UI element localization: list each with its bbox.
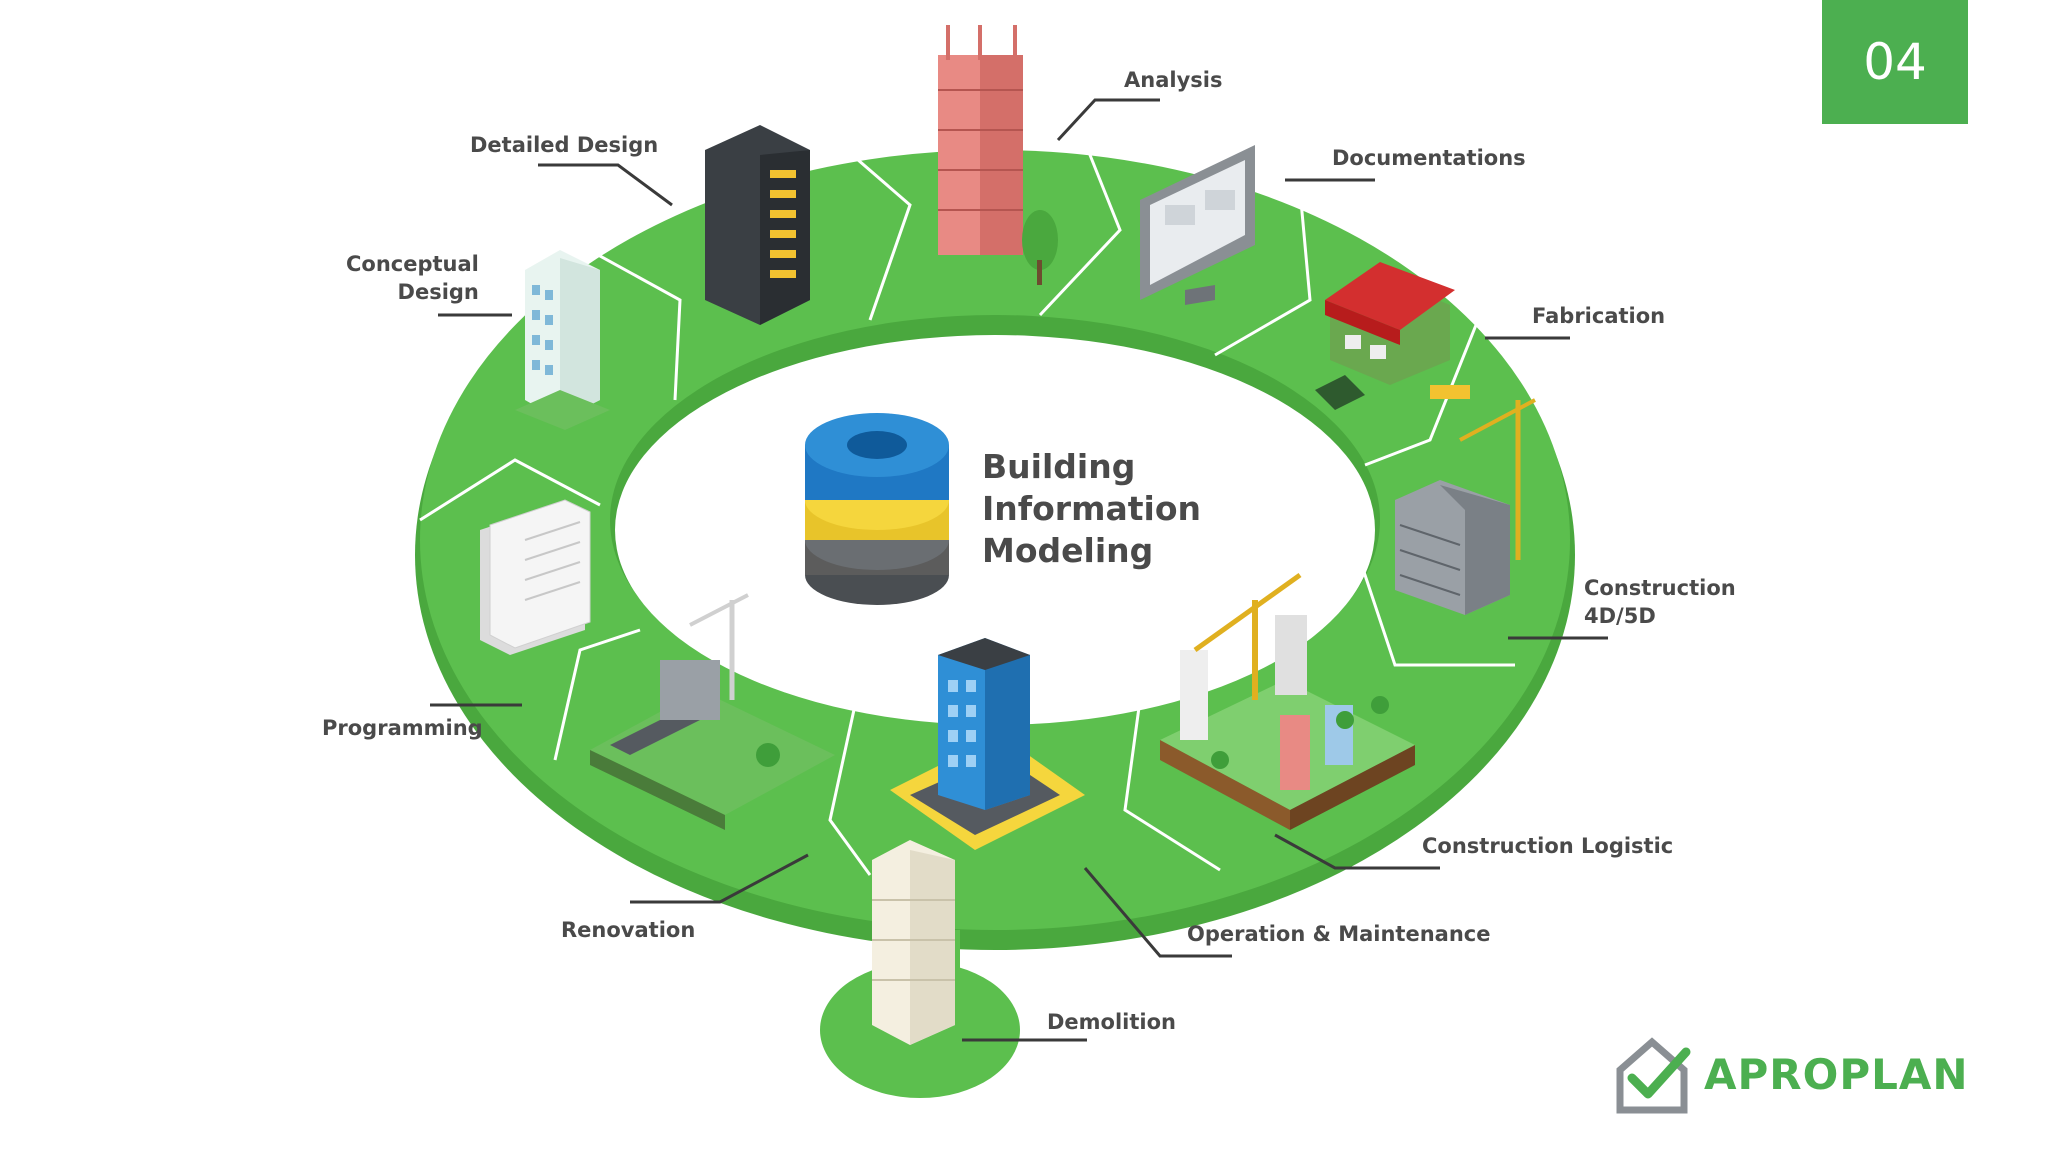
stage-label-programming: Programming	[322, 716, 483, 740]
database-icon	[805, 413, 949, 605]
page-number: 04	[1863, 33, 1927, 91]
stage-label-analysis: Analysis	[1124, 68, 1223, 92]
leader-lines	[430, 98, 1608, 1042]
stage-label-documentations: Documentations	[1332, 146, 1526, 170]
stage-label-construction-logistic: Construction Logistic	[1422, 834, 1674, 858]
monitor-icon	[1140, 145, 1255, 305]
operation-tower-icon	[890, 638, 1085, 850]
analysis-tower-icon	[938, 25, 1058, 285]
ring-hole	[615, 335, 1375, 725]
construction-block-icon	[1395, 398, 1536, 615]
segment-dividers	[419, 129, 1515, 876]
page-number-badge: 04	[1822, 0, 1968, 124]
checkmark-house-icon	[1616, 1037, 1691, 1114]
house-icon	[1315, 262, 1470, 410]
stage-label-fabrication: Fabrication	[1532, 304, 1666, 328]
stage-label-detailed-design: Detailed Design	[470, 133, 659, 157]
renovation-site-icon	[590, 593, 835, 830]
documents-stack-icon	[480, 499, 591, 655]
demolition-tower-icon	[872, 840, 955, 1045]
stage-label-conceptual-design: Conceptual Design	[346, 252, 479, 304]
stage-label-construction-4d-5d: Construction 4D/5D	[1584, 576, 1736, 628]
aproplan-logo: APROPLAN	[1614, 1034, 1969, 1114]
center-title: Building Information Modeling	[982, 447, 1201, 570]
stage-label-demolition: Demolition	[1047, 1010, 1176, 1034]
stage-label-operation-maintenance: Operation & Maintenance	[1187, 922, 1491, 946]
detailed-design-tower-icon	[705, 125, 810, 325]
stage-label-renovation: Renovation	[561, 918, 696, 942]
logo-text: APROPLAN	[1704, 1049, 1969, 1099]
construction-site-icon	[1160, 572, 1415, 830]
conceptual-design-tower-icon	[515, 250, 610, 430]
